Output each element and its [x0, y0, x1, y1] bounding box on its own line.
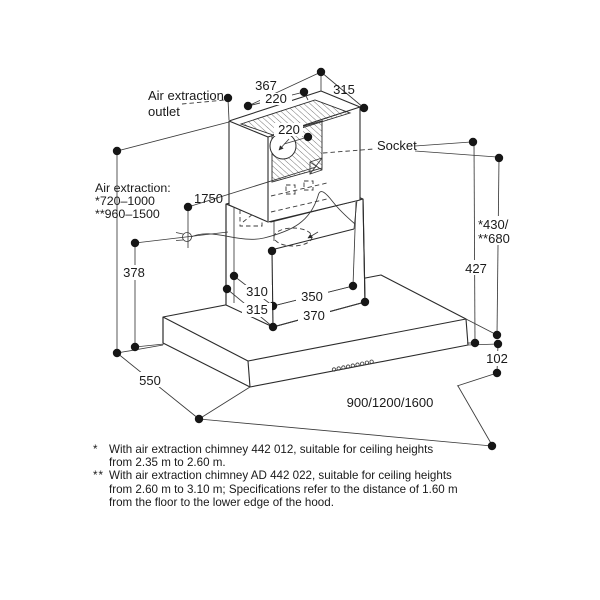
- chimney-bracket-dashed: [270, 180, 328, 213]
- footnote-1-line-1: With air extraction chimney 442 012, sui…: [109, 443, 434, 456]
- upper-chimney-section: [228, 90, 361, 223]
- footnote-marker-1: *: [93, 443, 99, 456]
- dim-socket-height: 1750: [194, 191, 223, 206]
- dim-top-width: 367: [255, 78, 277, 93]
- socket-label: Socket: [377, 138, 417, 153]
- dim-chimney-width-inner: 350: [301, 289, 323, 304]
- dim-socket-to-hood: 427: [465, 261, 487, 276]
- dim-chimney-width-outer: 370: [303, 308, 325, 323]
- air-extraction-note-title: Air extraction:: [95, 181, 171, 195]
- control-buttons[interactable]: [331, 359, 374, 372]
- dimension-dots: [112, 67, 504, 451]
- dim-body-edge-height: 102: [486, 351, 508, 366]
- dim-chimney-height-variants-1: *430/: [478, 217, 509, 232]
- dim-hood-depth: 550: [139, 373, 161, 388]
- footnote-2-line-3: from the floor to the lower edge of the …: [109, 495, 334, 509]
- dim-chimney-height-variants-2: **680: [478, 231, 510, 246]
- footnote-marker-2: **: [93, 469, 105, 483]
- air-extraction-outlet-label-2: outlet: [148, 104, 180, 119]
- diagram-labels: Air extraction outlet Socket Air extract…: [95, 88, 417, 221]
- dim-hood-widths: 900/1200/1600: [347, 395, 434, 410]
- footnote-2-line-1: With air extraction chimney AD 442 022, …: [109, 469, 452, 483]
- socket-box: [309, 157, 323, 175]
- air-extraction-outlet-label-1: Air extraction: [148, 88, 224, 103]
- dim-plug-offset: 378: [123, 265, 145, 280]
- air-extraction-note-range2: **960–1500: [95, 207, 160, 221]
- footnote-2-line-2: from 2.60 m to 3.10 m; Specifications re…: [109, 482, 458, 496]
- dim-chimney-mid-height-2: 315: [246, 302, 268, 317]
- footnote-double-asterisk: ** With air extraction chimney AD 442 02…: [93, 469, 533, 509]
- air-extraction-note-range1: *720–1000: [95, 194, 155, 208]
- label-masks: [119, 93, 513, 387]
- dim-top-depth: 315: [333, 82, 355, 97]
- dim-duct-diameter: 220: [278, 122, 300, 137]
- air-outlet-opening-hatch: [239, 99, 352, 137]
- dim-chimney-mid-height-1: 310: [246, 284, 268, 299]
- dimension-labels: 367 220 315 220 1750 378 310 315 350 370…: [123, 78, 510, 410]
- footnote-1-line-2: from 2.35 m to 2.60 m.: [109, 456, 226, 470]
- footnotes: * With air extraction chimney 442 012, s…: [93, 443, 533, 509]
- footnote-single-asterisk: * With air extraction chimney 442 012, s…: [93, 443, 533, 469]
- dim-top-opening-width: 220: [265, 91, 287, 106]
